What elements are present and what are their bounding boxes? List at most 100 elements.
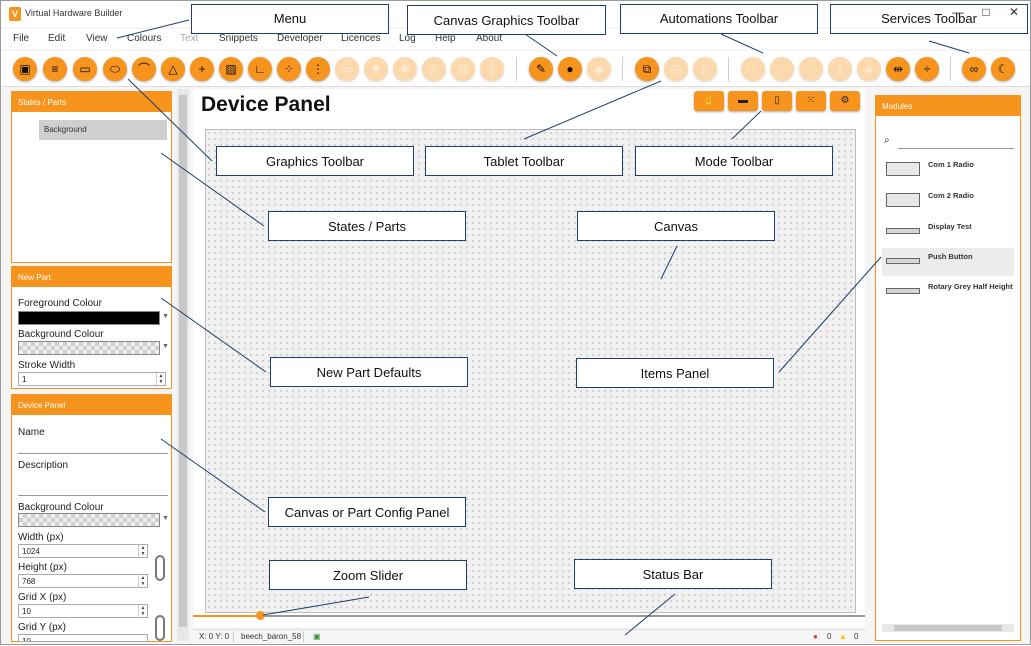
connection-icon: ▣ xyxy=(313,632,321,641)
star-icon[interactable]: ✱ xyxy=(393,57,417,81)
binoculars-icon[interactable]: ∞ xyxy=(962,57,986,81)
grid-x-input[interactable]: 10 ▲▼ xyxy=(18,604,148,618)
new-part-header: New Part xyxy=(12,267,171,287)
split-horizontal-icon[interactable]: ⇹ xyxy=(886,57,910,81)
tablet-icon[interactable]: ▯ xyxy=(693,57,717,81)
menu-about[interactable]: About xyxy=(476,33,503,44)
module-name: Com 2 Radio xyxy=(928,191,974,200)
image-icon[interactable]: ▣ xyxy=(13,57,37,81)
gear-icon[interactable]: ⚙ xyxy=(830,91,860,111)
description-input[interactable] xyxy=(18,495,168,496)
fill-circle-icon[interactable]: ● xyxy=(558,57,582,81)
dot-column-icon[interactable]: ⋮ xyxy=(306,57,330,81)
frame-icon[interactable]: ▯ xyxy=(762,91,792,111)
menu-licences[interactable]: Licences xyxy=(341,33,381,44)
hatch-icon[interactable]: ▨ xyxy=(219,57,243,81)
pencil-icon[interactable]: ✎ xyxy=(529,57,553,81)
scrollbar-thumb[interactable] xyxy=(894,625,1002,631)
chevron-down-icon[interactable]: ▼ xyxy=(162,515,169,522)
barcode-icon[interactable]: ║ xyxy=(480,57,504,81)
grid-y-input[interactable]: 10 xyxy=(18,634,148,642)
spin-arrows-icon[interactable]: ▲▼ xyxy=(156,373,165,385)
left-panel-scrollbar[interactable] xyxy=(177,89,189,641)
height-input[interactable]: 768 ▲▼ xyxy=(18,574,148,588)
list-item[interactable]: Push Button xyxy=(882,248,1014,276)
menu-view[interactable]: View xyxy=(86,33,108,44)
cross-icon[interactable]: + xyxy=(190,57,214,81)
close-button[interactable]: ✕ xyxy=(1008,5,1020,19)
menu-colours[interactable]: Colours xyxy=(127,33,162,44)
menu-file[interactable]: File xyxy=(13,33,30,44)
chevron-down-icon[interactable]: ▼ xyxy=(162,313,169,320)
grid-icon[interactable]: ⁙ xyxy=(796,91,826,111)
spin-arrows-icon[interactable]: ▲▼ xyxy=(138,605,147,617)
module-thumbnail xyxy=(886,193,920,207)
toolbar-separator xyxy=(516,57,517,81)
zoom-slider[interactable] xyxy=(193,611,865,620)
grid-y-value: 10 xyxy=(22,637,31,642)
dial-icon[interactable]: ◎ xyxy=(422,57,446,81)
module-search-input[interactable] xyxy=(898,148,1014,149)
height-label: Height (px) xyxy=(18,562,67,573)
minimize-button[interactable]: — xyxy=(952,5,964,19)
stroke-width-input[interactable]: 1 ▲▼ xyxy=(18,372,166,386)
spin-arrows-icon[interactable]: ▲▼ xyxy=(138,545,147,557)
callout-new-part-defaults: New Part Defaults xyxy=(270,357,468,387)
corner-icon[interactable]: ∟ xyxy=(248,57,272,81)
triangle-icon[interactable]: △ xyxy=(161,57,185,81)
paint-bucket-icon[interactable]: ◆ xyxy=(587,57,611,81)
list-item[interactable]: Rotary Grey Half Height xyxy=(882,278,1020,306)
ellipse-icon[interactable]: ⬭ xyxy=(103,57,127,81)
info-icon[interactable]: ⓘ xyxy=(741,57,765,81)
name-input[interactable] xyxy=(18,453,168,454)
width-input[interactable]: 1024 ▲▼ xyxy=(18,544,148,558)
cast-icon[interactable]: ◳ xyxy=(664,57,688,81)
current-file: beech_baron_58 xyxy=(241,632,302,641)
rectangle-icon[interactable]: ▭ xyxy=(73,57,97,81)
menu-developer[interactable]: Developer xyxy=(277,33,323,44)
search-icon: ⌕ xyxy=(884,135,890,146)
list-item[interactable]: Com 2 Radio xyxy=(882,187,1014,215)
menu-log[interactable]: Log xyxy=(399,33,416,44)
touch-icon[interactable]: ☝ xyxy=(694,91,724,111)
callout-items-panel: Items Panel xyxy=(576,358,774,388)
tablet-layout-icon[interactable]: ⧉ xyxy=(635,57,659,81)
modules-header: Modules xyxy=(876,96,1020,116)
menu-text[interactable]: Text xyxy=(180,33,199,44)
dot-grid-icon[interactable]: ⁘ xyxy=(277,57,301,81)
text-block-icon[interactable]: ≡ xyxy=(43,57,67,81)
menu-snippets[interactable]: Snippets xyxy=(219,33,258,44)
background-colour-picker[interactable] xyxy=(18,341,160,355)
spin-arrows-icon[interactable]: ▲▼ xyxy=(138,575,147,587)
foreground-colour-picker[interactable] xyxy=(18,311,160,325)
list-item[interactable]: Display Test xyxy=(882,218,1014,246)
arc-icon[interactable]: ⌒ xyxy=(132,57,156,81)
ruler-icon[interactable]: ▬ xyxy=(728,91,758,111)
menu-help[interactable]: Help xyxy=(435,33,456,44)
zoom-slider-handle[interactable] xyxy=(256,611,266,620)
list-item[interactable]: Com 1 Radio xyxy=(882,156,1014,184)
module-name: Push Button xyxy=(928,252,973,261)
chevron-down-icon[interactable]: ▼ xyxy=(162,343,169,350)
light-icon[interactable]: ✺ xyxy=(364,57,388,81)
modules-horizontal-scrollbar[interactable] xyxy=(882,624,1014,632)
slot-icon[interactable]: ▤ xyxy=(451,57,475,81)
dots-icon[interactable]: ⋯ xyxy=(770,57,794,81)
layers-icon[interactable]: ◈ xyxy=(857,57,881,81)
device-panel-config: Device Panel Name Description Background… xyxy=(11,394,172,642)
panel-background-colour-picker[interactable] xyxy=(18,513,160,527)
link-grid-icon[interactable] xyxy=(155,615,165,641)
link-dimensions-icon[interactable] xyxy=(155,555,165,581)
zoom-slider-fill xyxy=(193,615,261,617)
split-vertical-icon[interactable]: ÷ xyxy=(915,57,939,81)
night-mode-icon[interactable]: ☾ xyxy=(991,57,1015,81)
maximize-button[interactable]: □ xyxy=(982,5,990,19)
dot-grid-icon[interactable]: ⁙ xyxy=(799,57,823,81)
scrollbar-thumb[interactable] xyxy=(179,95,187,627)
module-thumbnail xyxy=(886,162,920,176)
list-item[interactable]: Background xyxy=(39,120,167,140)
columns-icon[interactable]: ⦀ xyxy=(828,57,852,81)
button-shape-icon[interactable]: ▭ xyxy=(335,57,359,81)
menu-edit[interactable]: Edit xyxy=(48,33,66,44)
